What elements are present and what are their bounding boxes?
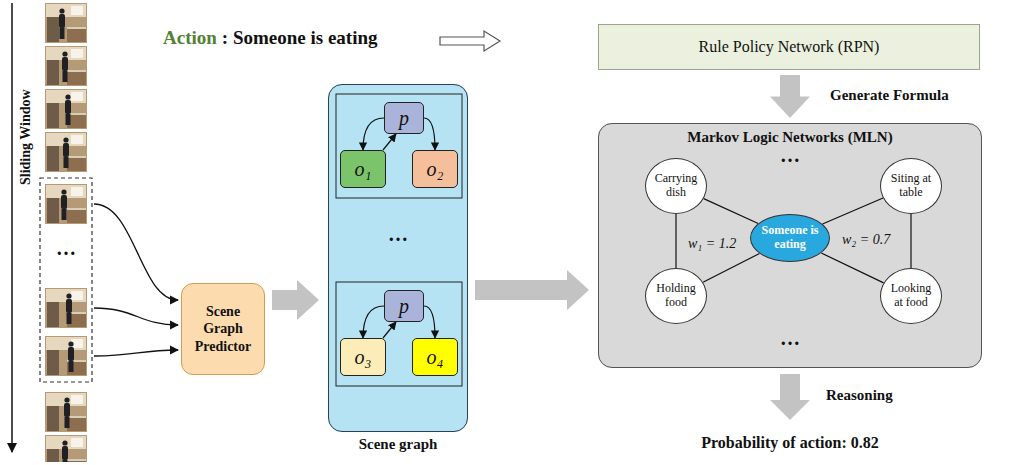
frame-scene bbox=[45, 435, 87, 462]
person bbox=[65, 94, 71, 125]
edge-label: Generate Formula bbox=[828, 86, 951, 104]
relation-arrow bbox=[363, 306, 384, 338]
node-text: p bbox=[399, 107, 409, 129]
predicate-ellipse: Looking at food bbox=[880, 268, 942, 324]
scene-graph-panel: Scene graphpo₁o₂po₃o₄ bbox=[328, 84, 468, 432]
action-keyword: Action bbox=[163, 27, 217, 50]
person bbox=[62, 440, 68, 462]
graph-node: o₂ bbox=[412, 150, 458, 188]
weight-label: w₁ = 1.2 bbox=[686, 236, 738, 253]
frame-scene bbox=[45, 3, 87, 43]
relation-arrow bbox=[383, 322, 396, 338]
action-ellipse: Someone is eating bbox=[750, 214, 830, 262]
block-arrow bbox=[272, 280, 319, 320]
node-text: Holding food bbox=[652, 282, 700, 310]
frame-scene bbox=[45, 392, 87, 432]
graph-node: p bbox=[384, 290, 424, 322]
relation-arrow bbox=[424, 306, 435, 338]
predicate-ellipse: Holding food bbox=[645, 268, 707, 324]
node-text: Rule Policy Network (RPN) bbox=[699, 38, 880, 56]
clique-line bbox=[703, 254, 760, 283]
relation-arrow bbox=[363, 118, 384, 150]
relation-arrow bbox=[424, 118, 435, 150]
video-frame bbox=[45, 435, 87, 462]
video-frame bbox=[45, 89, 87, 129]
action-text: : Someone is eating bbox=[222, 27, 378, 50]
step-label: Reasoning bbox=[826, 386, 893, 404]
person bbox=[59, 8, 65, 39]
frame-scene bbox=[45, 132, 87, 172]
ellipsis: … bbox=[780, 143, 800, 167]
node-text: o₄ bbox=[427, 346, 444, 368]
ellipsis: … bbox=[388, 222, 408, 246]
node-text: p bbox=[399, 295, 409, 317]
clique-line bbox=[821, 253, 883, 283]
time-arrow bbox=[11, 3, 13, 452]
frame-arrow bbox=[94, 204, 178, 300]
ellipsis: … bbox=[780, 326, 800, 350]
predicate-ellipse: Carrying dish bbox=[645, 158, 707, 214]
video-frame bbox=[45, 46, 87, 86]
frame-scene bbox=[45, 336, 87, 376]
block-arrow bbox=[770, 374, 810, 420]
frame-scene bbox=[45, 89, 87, 129]
graph-node: o₃ bbox=[340, 338, 386, 376]
node-text: o₃ bbox=[355, 346, 372, 368]
node-heading: Scene graph bbox=[329, 436, 467, 453]
weight-label: w₂ = 0.7 bbox=[840, 232, 892, 249]
node-text: Scene Graph Predictor bbox=[186, 303, 260, 356]
node-text: o₁ bbox=[355, 158, 372, 180]
person bbox=[64, 397, 70, 428]
node-text: o₂ bbox=[427, 158, 444, 180]
block-arrow bbox=[475, 270, 589, 310]
predicate-ellipse: Siting at table bbox=[880, 158, 942, 214]
node-text: Looking at food bbox=[887, 282, 935, 310]
clique-line bbox=[704, 199, 759, 224]
node-heading: Markov Logic Networks (MLN) bbox=[599, 129, 981, 146]
result-text: Probability of action: 0.82 bbox=[701, 433, 878, 452]
clique-line bbox=[823, 198, 884, 224]
video-frame bbox=[45, 288, 87, 328]
node-text: Carrying dish bbox=[652, 172, 700, 200]
hollow-arrow bbox=[440, 31, 500, 51]
video-frame bbox=[45, 3, 87, 43]
frame-arrow bbox=[94, 308, 178, 325]
axis-label: Sliding Window bbox=[18, 89, 35, 185]
graph-node: o₄ bbox=[412, 338, 458, 376]
person bbox=[61, 189, 67, 220]
person bbox=[66, 293, 72, 324]
node-text: Someone is eating bbox=[757, 224, 823, 252]
process-box: Rule Policy Network (RPN) bbox=[598, 24, 980, 70]
node-text: Siting at table bbox=[887, 172, 935, 200]
video-frame bbox=[45, 132, 87, 172]
person bbox=[68, 341, 74, 372]
frame-arrow bbox=[94, 350, 178, 356]
person bbox=[62, 51, 68, 82]
video-frame bbox=[45, 392, 87, 432]
video-frame bbox=[45, 336, 87, 376]
graph-node: p bbox=[384, 102, 424, 134]
video-frame bbox=[45, 184, 87, 224]
person bbox=[63, 137, 69, 168]
process-box: Scene Graph Predictor bbox=[181, 283, 265, 375]
sliding-window-box bbox=[40, 178, 92, 382]
graph-node: o₁ bbox=[340, 150, 386, 188]
frame-scene bbox=[45, 288, 87, 328]
frame-scene bbox=[45, 184, 87, 224]
block-arrow bbox=[770, 75, 810, 118]
frame-scene bbox=[45, 46, 87, 86]
mln-ground bbox=[598, 123, 982, 368]
clique-line bbox=[910, 214, 911, 268]
subgraph-frame bbox=[336, 94, 462, 198]
panel-ground bbox=[328, 84, 468, 432]
subgraph-frame bbox=[336, 282, 462, 386]
clique-line bbox=[675, 214, 676, 268]
ellipsis: … bbox=[56, 236, 76, 260]
relation-arrow bbox=[383, 134, 396, 150]
